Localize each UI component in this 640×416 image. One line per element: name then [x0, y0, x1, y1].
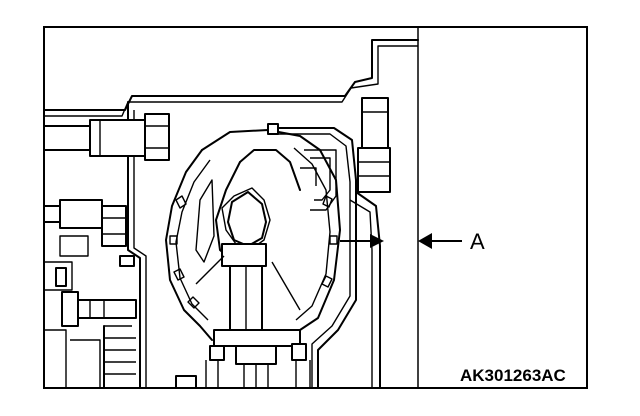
- bolt-lower: [44, 261, 137, 327]
- plate-stack: [44, 325, 136, 389]
- bolt-middle: [43, 199, 135, 267]
- measurement-arrow: [340, 234, 384, 248]
- callout-label: A: [470, 229, 485, 254]
- hub-assembly: [195, 149, 301, 331]
- callout-arrow: [418, 233, 462, 249]
- housing-outline: [43, 39, 419, 389]
- lower-shaft: [175, 329, 311, 389]
- bolt-upper: [43, 113, 170, 161]
- right-housing: [267, 97, 391, 389]
- figure-code: AK301263AC: [460, 366, 566, 385]
